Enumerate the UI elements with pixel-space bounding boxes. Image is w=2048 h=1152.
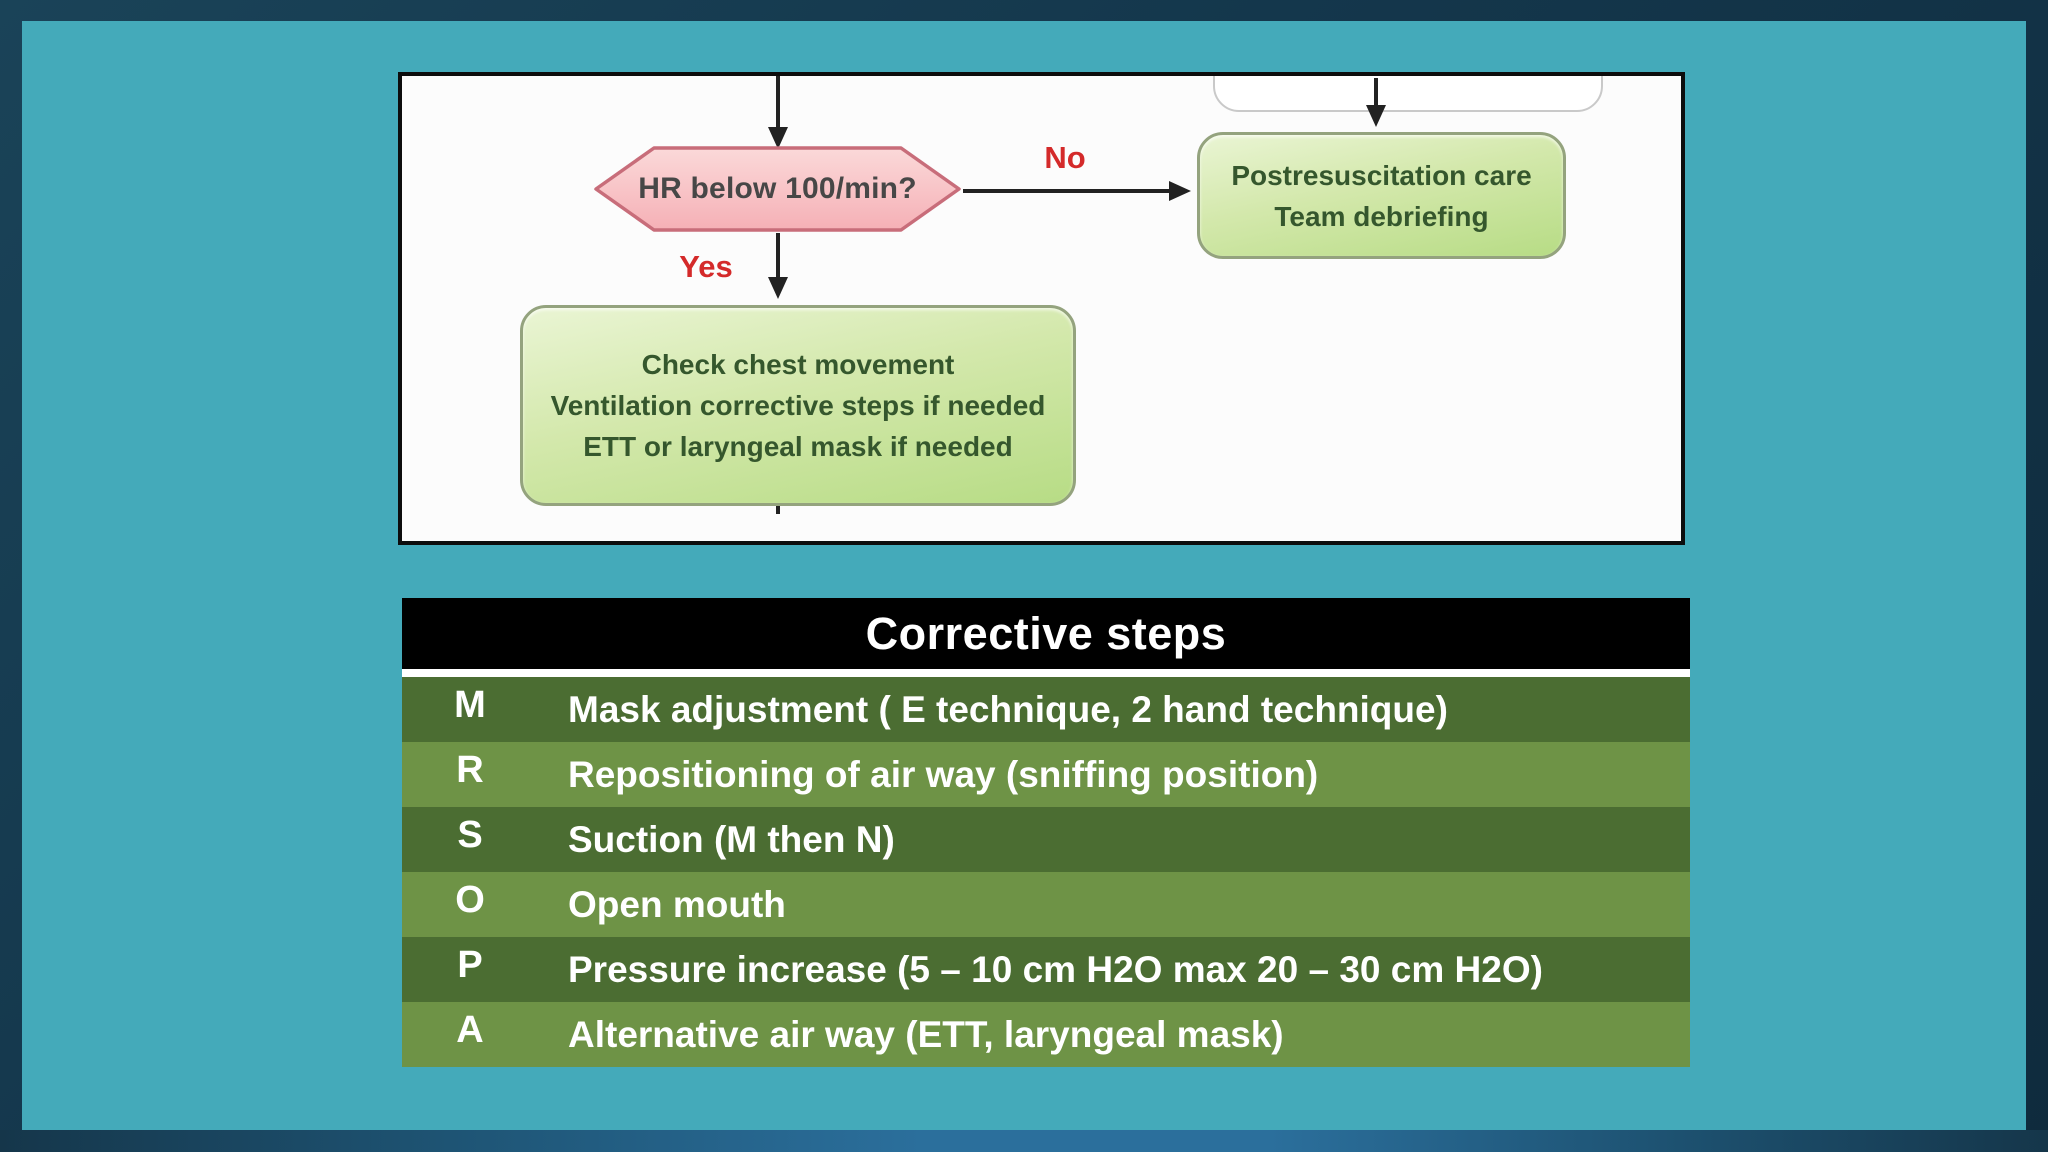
node-line: ETT or laryngeal mask if needed xyxy=(583,431,1013,462)
table-row: O Open mouth xyxy=(402,872,1690,937)
hexagon-shape xyxy=(594,146,961,232)
table-row: P Pressure increase (5 – 10 cm H2O max 2… xyxy=(402,937,1690,1002)
row-letter: P xyxy=(457,944,483,986)
table-row: R Repositioning of air way (sniffing pos… xyxy=(402,742,1690,807)
decision-label: HR below 100/min? xyxy=(638,172,917,205)
node-line: Check chest movement xyxy=(641,349,955,380)
row-letter: O xyxy=(455,879,485,921)
table-title: Corrective steps xyxy=(402,598,1690,669)
row-text: Suction (M then N) xyxy=(568,818,895,860)
check-chest-node: Check chest movement Ventilation correct… xyxy=(520,305,1076,506)
arrowhead-icon xyxy=(1169,181,1191,201)
node-line: Ventilation corrective steps if needed xyxy=(550,390,1046,421)
bottom-accent-bar xyxy=(0,1130,2048,1152)
cutoff-node-fragment xyxy=(1213,76,1603,112)
flowchart-arrows xyxy=(768,76,1386,514)
row-letter: S xyxy=(457,814,483,856)
table-separator xyxy=(402,669,1690,677)
row-text: Pressure increase (5 – 10 cm H2O max 20 … xyxy=(568,948,1543,990)
table-row: A Alternative air way (ETT, laryngeal ma… xyxy=(402,1002,1690,1067)
arrowhead-icon xyxy=(768,127,788,149)
table-body: M Mask adjustment ( E technique, 2 hand … xyxy=(402,677,1690,1067)
table-row: M Mask adjustment ( E technique, 2 hand … xyxy=(402,677,1690,742)
row-text: Open mouth xyxy=(568,883,786,925)
node-line: Team debriefing xyxy=(1274,200,1489,232)
row-text: Mask adjustment ( E technique, 2 hand te… xyxy=(568,688,1448,730)
arrowhead-icon xyxy=(1366,105,1386,127)
row-letter: A xyxy=(456,1009,484,1051)
row-text: Alternative air way (ETT, laryngeal mask… xyxy=(568,1013,1284,1055)
arrowhead-icon xyxy=(768,277,788,299)
decision-hexagon: HR below 100/min? xyxy=(592,145,963,233)
row-letter: M xyxy=(454,684,486,726)
postresuscitation-node: Postresuscitation care Team debriefing xyxy=(1197,132,1566,259)
yes-label: Yes xyxy=(679,249,733,284)
flowchart-panel: HR below 100/min? No Yes Postresuscitati… xyxy=(398,72,1685,545)
table-row: S Suction (M then N) xyxy=(402,807,1690,872)
no-label: No xyxy=(1044,140,1086,175)
row-text: Repositioning of air way (sniffing posit… xyxy=(568,753,1319,795)
row-letter: R xyxy=(456,749,484,791)
node-line: Postresuscitation care xyxy=(1231,159,1532,191)
corrective-steps-table: Corrective steps M Mask adjustment ( E t… xyxy=(402,598,1690,1067)
